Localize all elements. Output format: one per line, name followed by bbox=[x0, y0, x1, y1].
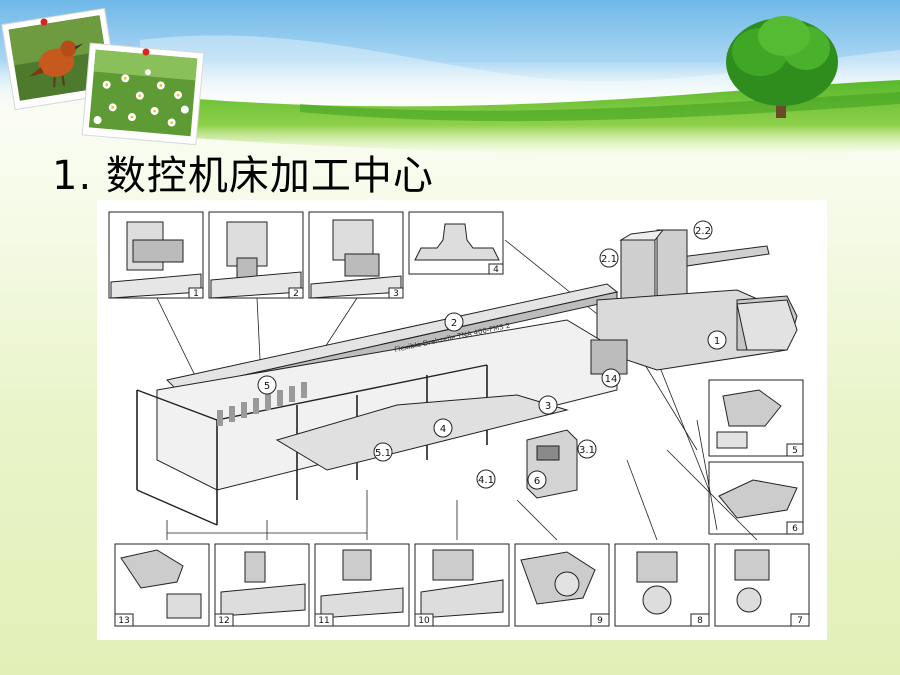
bottom-detail-panels: 13 12 11 bbox=[114, 543, 810, 627]
top-panel-label: 4 bbox=[493, 265, 499, 275]
callout-label: 1 bbox=[714, 336, 720, 347]
bottom-panel-label: 13 bbox=[118, 616, 129, 626]
bottom-panel-label: 10 bbox=[418, 616, 430, 626]
banner-landscape bbox=[0, 0, 900, 155]
callout-label: 6 bbox=[534, 476, 540, 487]
bottom-panel-label: 8 bbox=[697, 616, 703, 626]
pushpin-icon bbox=[40, 18, 48, 26]
top-panel-label: 1 bbox=[193, 289, 199, 299]
machining-center-diagram: 1 2 3 bbox=[97, 200, 827, 640]
bottom-panel-label: 7 bbox=[797, 616, 803, 626]
detail-panel-8: 8 bbox=[614, 543, 710, 627]
slide-title: 1. 数控机床加工中心 bbox=[52, 153, 434, 199]
callout-label: 2.1 bbox=[601, 254, 617, 265]
machine-assembly bbox=[136, 229, 798, 526]
top-detail-panels: 1 2 3 bbox=[108, 211, 504, 299]
callout-label: 14 bbox=[605, 374, 618, 385]
callout-label: 2 bbox=[451, 318, 457, 329]
top-panel-label: 2 bbox=[293, 289, 299, 299]
bottom-panel-label: 11 bbox=[318, 616, 329, 626]
side-panel-label: 5 bbox=[792, 446, 798, 456]
detail-panel-12: 12 bbox=[214, 543, 310, 627]
detail-panel-10: 10 bbox=[414, 543, 510, 627]
detail-panel-2: 2 bbox=[208, 211, 304, 299]
callout-label: 3 bbox=[545, 401, 551, 412]
diagram-callouts: 2.1 2.2 2 1 5 14 3 4 3.1 5.1 4 bbox=[257, 220, 727, 490]
pushpin-icon bbox=[142, 48, 150, 56]
detail-panel-13: 13 bbox=[114, 543, 210, 627]
detail-panel-7: 7 bbox=[714, 543, 810, 627]
bottom-panel-label: 9 bbox=[597, 616, 603, 626]
bottom-panel-label: 12 bbox=[218, 616, 229, 626]
callout-label: 4.1 bbox=[478, 475, 494, 486]
top-panel-label: 3 bbox=[393, 289, 399, 299]
detail-panel-9: 9 bbox=[514, 543, 610, 627]
side-panel-label: 6 bbox=[792, 524, 798, 534]
callout-label: 5 bbox=[264, 381, 270, 392]
daisy-field-photo bbox=[81, 42, 205, 146]
callout-label: 5.1 bbox=[375, 448, 391, 459]
side-detail-panels: 5 6 bbox=[708, 379, 804, 535]
callout-label: 3.1 bbox=[579, 445, 595, 456]
detail-panel-11: 11 bbox=[314, 543, 410, 627]
callout-label: 4 bbox=[440, 424, 446, 435]
robin-photo bbox=[1, 7, 119, 111]
detail-panel-4: 4 bbox=[408, 211, 504, 275]
tree-icon bbox=[726, 16, 838, 118]
detail-panel-5: 5 bbox=[708, 379, 804, 457]
detail-panel-3: 3 bbox=[308, 211, 404, 299]
callout-label: 2.2 bbox=[695, 226, 711, 237]
detail-panel-1: 1 bbox=[108, 211, 204, 299]
detail-panel-6: 6 bbox=[708, 461, 804, 535]
